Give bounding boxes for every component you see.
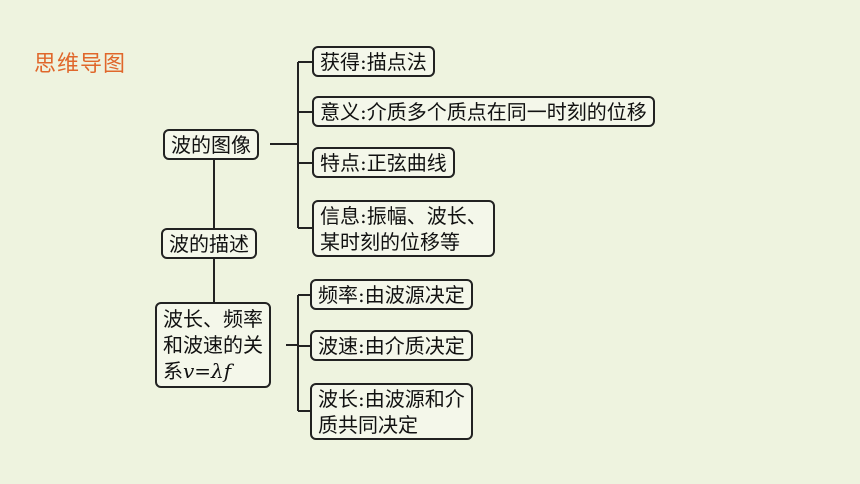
leaf-image-obtain-text: 获得:描点法 — [320, 50, 427, 74]
leaf-image-obtain: 获得:描点法 — [312, 46, 435, 77]
node-wave-description-label: 波的描述 — [169, 232, 249, 256]
leaf-image-meaning-text: 意义:介质多个质点在同一时刻的位移 — [320, 100, 647, 124]
leaf-image-feature-text: 特点:正弦曲线 — [320, 151, 447, 175]
leaf-image-feature: 特点:正弦曲线 — [312, 147, 455, 178]
wave-formula: v=λf — [183, 359, 232, 383]
leaf-image-info: 信息:振幅、波长、 某时刻的位移等 — [312, 200, 495, 257]
leaf-image-info-line-1: 信息:振幅、波长、 — [320, 204, 487, 228]
node-wave-image-label: 波的图像 — [171, 133, 251, 157]
leaf-relation-frequency-text: 频率:由波源决定 — [318, 283, 465, 307]
node-wave-relation-line-2: 和波速的关 — [163, 333, 263, 357]
leaf-relation-speed-text: 波速:由介质决定 — [318, 334, 465, 358]
leaf-image-info-line-2: 某时刻的位移等 — [320, 230, 460, 254]
node-wave-relation: 波长、频率 和波速的关 系v=λf — [155, 302, 271, 388]
node-wave-image: 波的图像 — [163, 129, 259, 160]
leaf-relation-speed: 波速:由介质决定 — [310, 330, 473, 361]
mindmap-title: 思维导图 — [34, 52, 127, 77]
leaf-relation-wavelength-line-2: 质共同决定 — [318, 413, 418, 437]
leaf-relation-wavelength-line-1: 波长:由波源和介 — [318, 387, 465, 411]
node-wave-description: 波的描述 — [161, 228, 257, 259]
node-wave-relation-line-3: 系v=λf — [163, 358, 263, 384]
leaf-relation-wavelength: 波长:由波源和介 质共同决定 — [310, 383, 473, 440]
node-wave-relation-line-1: 波长、频率 — [163, 307, 263, 331]
leaf-image-meaning: 意义:介质多个质点在同一时刻的位移 — [312, 96, 655, 127]
leaf-relation-frequency: 频率:由波源决定 — [310, 279, 473, 310]
node-wave-relation-line-3-text: 系 — [163, 359, 183, 383]
